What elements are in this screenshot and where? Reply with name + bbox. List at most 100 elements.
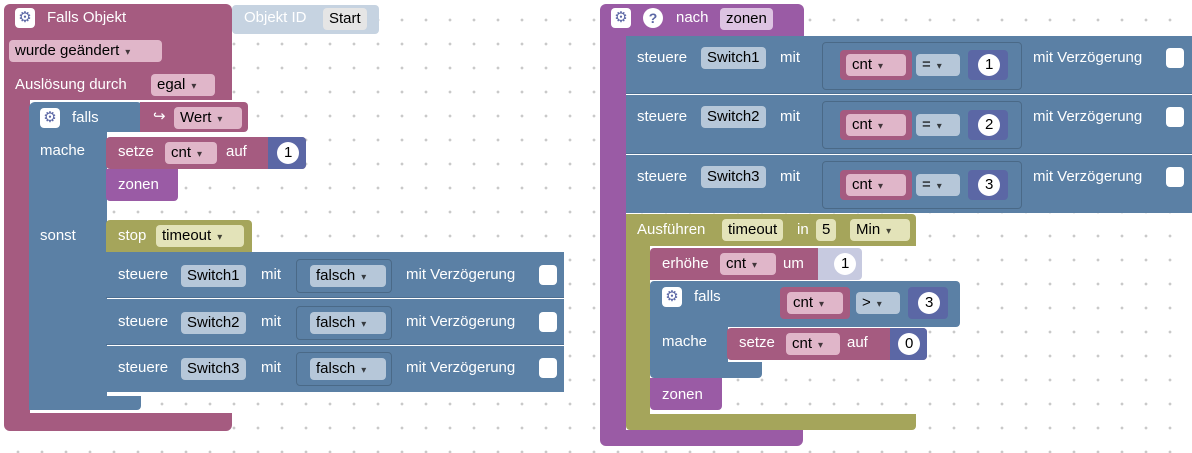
set-var-dropdown[interactable]: cnt ▾ bbox=[165, 142, 217, 164]
with-label: mit bbox=[780, 108, 800, 125]
boolean-dropdown[interactable]: falsch▾ bbox=[310, 312, 386, 334]
delay-checkbox[interactable] bbox=[539, 358, 557, 378]
delay-checkbox[interactable] bbox=[539, 265, 557, 285]
chevron-down-icon: ▾ bbox=[886, 226, 892, 237]
procedure-call-block[interactable] bbox=[650, 378, 722, 410]
number-value[interactable]: 1 bbox=[978, 54, 1001, 76]
variable-value: cnt bbox=[852, 116, 873, 133]
with-label: mit bbox=[780, 49, 800, 66]
procedure-call-block[interactable] bbox=[106, 169, 178, 201]
variable-value: cnt bbox=[852, 56, 873, 73]
delay-checkbox[interactable] bbox=[1166, 167, 1184, 187]
procedure-name[interactable]: zonen bbox=[720, 8, 773, 30]
boolean-dropdown[interactable]: falsch▾ bbox=[310, 265, 386, 287]
gear-icon[interactable]: ⚙ bbox=[611, 8, 631, 28]
chevron-down-icon: ▾ bbox=[818, 340, 824, 351]
increase-var-dropdown[interactable]: cnt▾ bbox=[720, 253, 776, 275]
increase-label: erhöhe bbox=[662, 255, 709, 272]
stop-timer-value: timeout bbox=[162, 227, 212, 244]
chevron-down-icon: ▾ bbox=[876, 299, 882, 310]
timeout-name[interactable]: timeout bbox=[722, 219, 784, 241]
inner-if-block-bottom bbox=[650, 362, 762, 378]
variable-dropdown[interactable]: cnt▾ bbox=[846, 174, 906, 196]
switch-name[interactable]: Switch1 bbox=[181, 265, 246, 287]
set-to-label: auf bbox=[226, 143, 247, 160]
if-block-spine bbox=[29, 132, 107, 410]
procedure-definition-bottom bbox=[600, 430, 803, 446]
set-var-value: cnt bbox=[171, 144, 192, 161]
timeout-block-bottom bbox=[626, 414, 916, 430]
operator-dropdown[interactable]: =▾ bbox=[916, 54, 960, 76]
control-label: steuere bbox=[637, 49, 688, 66]
gear-icon[interactable]: ⚙ bbox=[662, 287, 682, 307]
chevron-down-icon: ▾ bbox=[819, 299, 825, 310]
chevron-down-icon: ▾ bbox=[197, 149, 203, 160]
with-label: mit bbox=[261, 266, 281, 283]
condition-dropdown[interactable]: wurde geändert▾ bbox=[9, 40, 162, 62]
chevron-down-icon: ▾ bbox=[191, 81, 197, 92]
delay-label: mit Verzögerung bbox=[1033, 168, 1143, 185]
value-slot bbox=[296, 306, 392, 340]
switch-name[interactable]: Switch3 bbox=[181, 358, 246, 380]
delay-label: mit Verzögerung bbox=[1033, 49, 1143, 66]
timeout-unit-value: Min bbox=[856, 221, 881, 238]
boolean-value: falsch bbox=[316, 360, 356, 377]
gear-icon[interactable]: ⚙ bbox=[15, 8, 35, 28]
comparison-slot bbox=[822, 101, 1022, 149]
switch-name[interactable]: Switch2 bbox=[701, 106, 766, 128]
delay-checkbox[interactable] bbox=[539, 312, 557, 332]
condition-var-dropdown[interactable]: cnt ▾ bbox=[787, 292, 843, 314]
number-value[interactable]: 0 bbox=[898, 333, 921, 355]
control-label: steuere bbox=[118, 266, 169, 283]
chevron-down-icon: ▾ bbox=[878, 121, 884, 132]
operator-dropdown[interactable]: =▾ bbox=[916, 114, 960, 136]
stop-label: stop bbox=[118, 227, 147, 244]
chevron-down-icon: ▾ bbox=[125, 47, 131, 58]
value-dropdown[interactable]: Wert▾ bbox=[174, 107, 242, 129]
chevron-down-icon: ▾ bbox=[936, 181, 942, 192]
number-value[interactable]: 3 bbox=[978, 174, 1001, 196]
variable-dropdown[interactable]: cnt ▾ bbox=[846, 114, 906, 136]
set-label: setze bbox=[739, 334, 775, 351]
boolean-value: falsch bbox=[316, 314, 356, 331]
switch-name[interactable]: Switch1 bbox=[701, 47, 766, 69]
inner-if-block-spine bbox=[650, 327, 728, 367]
number-value[interactable]: 1 bbox=[277, 142, 300, 164]
switch-name[interactable]: Switch2 bbox=[181, 312, 246, 334]
help-icon[interactable]: ? bbox=[643, 8, 663, 28]
variable-value: cnt bbox=[852, 176, 873, 193]
operator-dropdown[interactable]: =▾ bbox=[916, 174, 960, 196]
triggered-by-dropdown[interactable]: egal▾ bbox=[151, 74, 215, 96]
chevron-down-icon: ▾ bbox=[217, 114, 223, 125]
control-label: steuere bbox=[637, 108, 688, 125]
procedure-call-label: zonen bbox=[118, 176, 159, 193]
number-value[interactable]: 3 bbox=[918, 292, 941, 314]
variable-dropdown[interactable]: cnt▾ bbox=[846, 54, 906, 76]
number-value[interactable]: 2 bbox=[978, 114, 1001, 136]
timeout-amount[interactable]: 5 bbox=[816, 219, 837, 241]
set-var-dropdown[interactable]: cnt▾ bbox=[786, 333, 840, 355]
stop-timer-dropdown[interactable]: timeout▾ bbox=[156, 225, 244, 247]
delay-checkbox[interactable] bbox=[1166, 48, 1184, 68]
number-value[interactable]: 1 bbox=[834, 253, 857, 275]
operator-value: = bbox=[922, 56, 931, 73]
boolean-dropdown[interactable]: falsch ▾ bbox=[310, 358, 386, 380]
chevron-down-icon: ▾ bbox=[936, 121, 942, 132]
condition-var-value: cnt bbox=[793, 294, 814, 311]
control-label: steuere bbox=[637, 168, 688, 185]
switch-name[interactable]: Switch3 bbox=[701, 166, 766, 188]
if-label: falls bbox=[72, 109, 99, 126]
object-id-value[interactable]: Start bbox=[323, 8, 367, 30]
timeout-unit-dropdown[interactable]: Min ▾ bbox=[850, 219, 910, 241]
procedure-prefix: nach bbox=[676, 9, 709, 26]
delay-checkbox[interactable] bbox=[1166, 107, 1184, 127]
triggered-by-label: Auslösung durch bbox=[15, 76, 127, 93]
event-title: Falls Objekt bbox=[47, 9, 127, 26]
gear-icon[interactable]: ⚙ bbox=[40, 108, 60, 128]
chevron-down-icon: ▾ bbox=[361, 365, 367, 376]
with-label: mit bbox=[261, 359, 281, 376]
operator-value: = bbox=[922, 116, 931, 133]
with-label: mit bbox=[261, 313, 281, 330]
condition-operator-dropdown[interactable]: >▾ bbox=[856, 292, 900, 314]
increase-var-value: cnt bbox=[726, 255, 747, 272]
